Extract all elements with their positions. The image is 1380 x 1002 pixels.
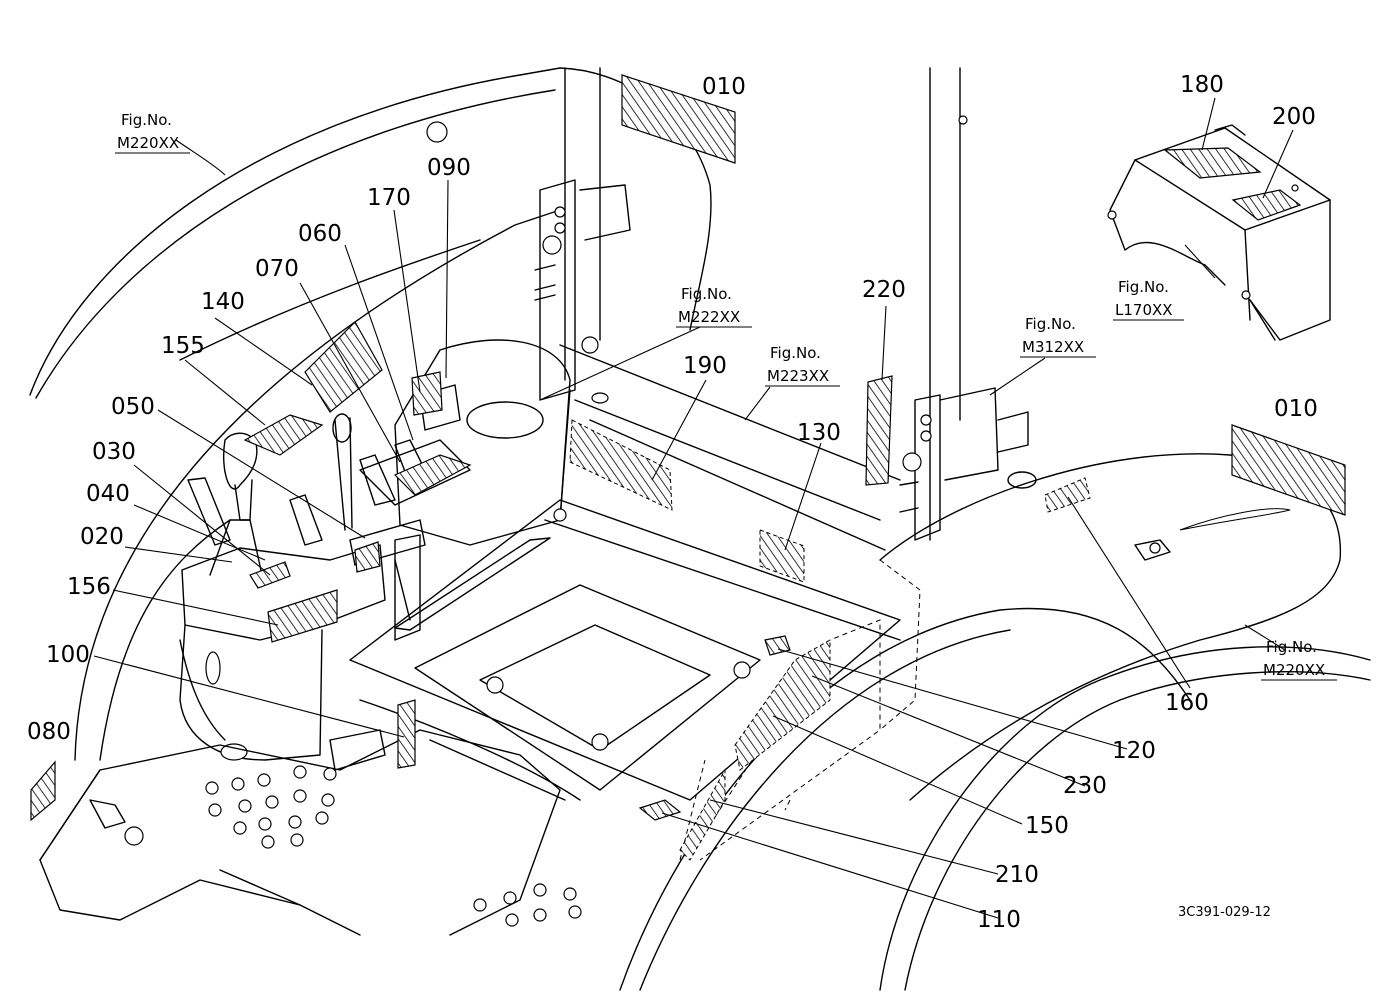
svg-text:M220XX: M220XX: [1263, 661, 1325, 679]
fig-ref-m223: Fig.No. M223XX: [765, 344, 840, 387]
svg-text:L170XX: L170XX: [1115, 301, 1173, 319]
svg-text:M220XX: M220XX: [117, 134, 179, 152]
decal-140: [304, 321, 383, 413]
decal-070: [393, 454, 472, 496]
decal-150: [734, 639, 831, 771]
svg-text:Fig.No.: Fig.No.: [770, 344, 821, 362]
svg-text:M312XX: M312XX: [1022, 338, 1084, 356]
floor-holes: [205, 765, 582, 927]
fig-ref-m222: Fig.No. M222XX: [676, 285, 752, 328]
decal-130: [759, 529, 805, 583]
label-220: 220: [862, 277, 906, 303]
decal-areas: [30, 74, 1346, 861]
label-070: 070: [255, 256, 299, 282]
decal-155: [243, 414, 324, 456]
decal-160: [1044, 477, 1091, 513]
part-labels: 010 090 170 060 070 140 155 050 030 040 …: [27, 72, 1318, 933]
label-130: 130: [797, 420, 841, 446]
label-156: 156: [67, 574, 111, 600]
svg-text:Fig.No.: Fig.No.: [1118, 278, 1169, 296]
decal-080: [30, 760, 56, 822]
label-010-top: 010: [702, 74, 746, 100]
decal-010-right: [1231, 424, 1346, 516]
svg-text:M223XX: M223XX: [767, 367, 829, 385]
fig-ref-m220-left: Fig.No. M220XX: [115, 111, 190, 154]
fig-ref-l170: Fig.No. L170XX: [1113, 278, 1184, 321]
drawing-code: 3C391-029-12: [1178, 905, 1271, 920]
label-110: 110: [977, 907, 1021, 933]
fig-ref-m220-right: Fig.No. M220XX: [1261, 638, 1337, 681]
label-050: 050: [111, 394, 155, 420]
decal-210: [679, 768, 726, 861]
label-210: 210: [995, 862, 1039, 888]
figure-references: Fig.No. M220XX Fig.No. M222XX Fig.No. M2…: [115, 111, 1337, 681]
label-150: 150: [1025, 813, 1069, 839]
label-170: 170: [367, 185, 411, 211]
label-190: 190: [683, 353, 727, 379]
svg-text:Fig.No.: Fig.No.: [1266, 638, 1317, 656]
decal-120: [764, 635, 791, 656]
decal-040: [354, 541, 381, 573]
label-040: 040: [86, 481, 130, 507]
svg-text:M222XX: M222XX: [678, 308, 740, 326]
decal-100: [397, 699, 416, 769]
fig-ref-m312: Fig.No. M312XX: [1020, 315, 1096, 358]
decal-220: [865, 375, 893, 486]
svg-text:Fig.No.: Fig.No.: [121, 111, 172, 129]
label-200: 200: [1272, 104, 1316, 130]
decal-156: [267, 589, 338, 643]
label-155: 155: [161, 333, 205, 359]
label-230: 230: [1063, 773, 1107, 799]
decal-090: [411, 371, 443, 416]
label-100: 100: [46, 642, 90, 668]
label-060: 060: [298, 221, 342, 247]
label-140: 140: [201, 289, 245, 315]
svg-text:Fig.No.: Fig.No.: [681, 285, 732, 303]
svg-text:Fig.No.: Fig.No.: [1025, 315, 1076, 333]
label-030: 030: [92, 439, 136, 465]
decal-190: [569, 419, 673, 511]
label-180: 180: [1180, 72, 1224, 98]
machine-line-art: [29, 67, 1371, 991]
label-160: 160: [1165, 690, 1209, 716]
decal-180: [1163, 147, 1262, 179]
leader-lines: [93, 97, 1294, 919]
label-010-right: 010: [1274, 396, 1318, 422]
label-090: 090: [427, 155, 471, 181]
decal-010-top: [621, 74, 736, 164]
decal-200: [1231, 189, 1302, 221]
label-080: 080: [27, 719, 71, 745]
label-120: 120: [1112, 738, 1156, 764]
label-020: 020: [80, 524, 124, 550]
